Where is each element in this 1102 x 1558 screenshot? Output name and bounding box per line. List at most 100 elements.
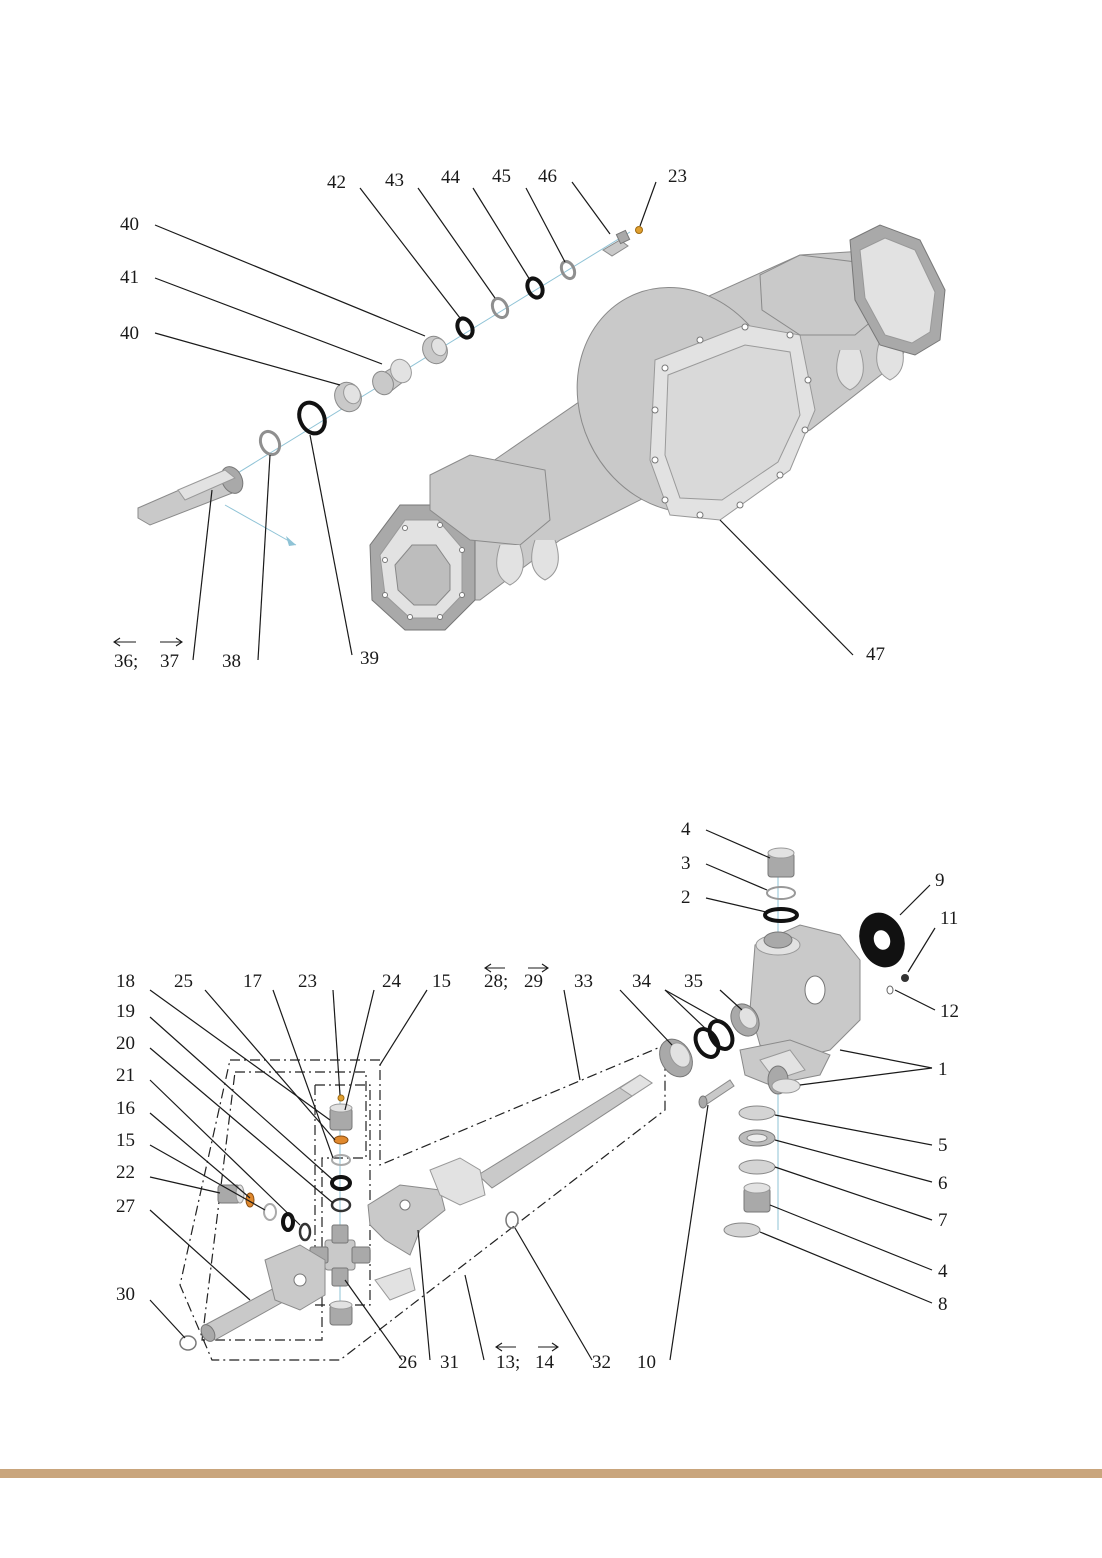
- ring-32: [505, 1211, 519, 1229]
- ring-side: [298, 1222, 312, 1242]
- ring-20: [330, 1197, 352, 1213]
- callout-11: 11: [940, 908, 958, 929]
- needle-bearing-cup-22: [217, 1184, 245, 1204]
- callout-4-upper: 4: [681, 819, 691, 840]
- footer-accent-bar: [0, 1469, 1102, 1478]
- steering-knuckle-assembly: 4 3 2 9 11 12 1 5 6 7 4 8 10 18 25 17 23…: [116, 819, 959, 1373]
- callout-47: 47: [866, 644, 885, 665]
- callout-1: 1: [938, 1059, 948, 1080]
- thrust-disc-9: [859, 912, 905, 968]
- callout-32: 32: [592, 1352, 611, 1373]
- callout-6: 6: [938, 1173, 948, 1194]
- callout-24: 24: [382, 971, 402, 992]
- callout-35: 35: [684, 971, 703, 992]
- callout-44: 44: [441, 167, 461, 188]
- needle-bearing-cup-lower: [329, 1300, 353, 1326]
- ring-3: [766, 886, 796, 900]
- callout-21: 21: [116, 1065, 135, 1086]
- callout-22: 22: [116, 1162, 135, 1183]
- bushing-4-upper: [767, 847, 795, 878]
- needle-bearing-cup-upper: [329, 1103, 353, 1131]
- axle-housing-47: [369, 224, 946, 631]
- callout-10: 10: [637, 1352, 656, 1373]
- shaft-direction-arrowhead: [286, 536, 296, 546]
- callout-9: 9: [935, 870, 945, 891]
- washer-18: [331, 1154, 351, 1166]
- yoke-ear: [374, 1267, 416, 1301]
- callout-40-upper: 40: [120, 214, 139, 235]
- fitting-46: [602, 229, 631, 257]
- callout-38: 38: [222, 651, 241, 672]
- callout-15-left: 15: [116, 1130, 135, 1151]
- washer-5: [738, 1105, 776, 1121]
- callout-23-top: 23: [668, 166, 687, 187]
- bearing-6: [738, 1129, 776, 1147]
- callout-16: 16: [116, 1098, 135, 1119]
- grease-nipple-23: [635, 226, 643, 234]
- callout-30: 30: [116, 1284, 135, 1305]
- bottom-leader-lines: [149, 829, 936, 1361]
- banjo-bolt-holes: [651, 323, 812, 519]
- callout-20: 20: [116, 1033, 135, 1054]
- callout-27: 27: [116, 1196, 135, 1217]
- ring-44: [525, 276, 545, 300]
- callout-33: 33: [574, 971, 593, 992]
- bottom-direction-arrows-13-14: [495, 1342, 559, 1352]
- callout-23-bottom: 23: [298, 971, 317, 992]
- half-shaft-group-outline: [179, 1044, 666, 1361]
- oil-seal-39: [297, 400, 327, 436]
- top-direction-arrows: [113, 637, 183, 647]
- callout-43: 43: [385, 170, 404, 191]
- callout-45: 45: [492, 166, 511, 187]
- seal-ring-38: [258, 429, 282, 457]
- pin-11: [901, 974, 909, 982]
- cross-kit-outline: [314, 1084, 371, 1306]
- grease-nipple-23-bottom: [337, 1094, 345, 1102]
- top-leader-lines: [154, 181, 854, 661]
- stub-shaft-27: [200, 1244, 326, 1342]
- callout-41: 41: [120, 267, 139, 288]
- callout-7: 7: [938, 1210, 948, 1231]
- callout-13: 13;: [496, 1352, 520, 1373]
- bearing-33: [659, 1038, 693, 1078]
- callout-25: 25: [174, 971, 193, 992]
- callout-42: 42: [327, 172, 346, 193]
- callout-14: 14: [535, 1352, 555, 1373]
- callout-8: 8: [938, 1294, 948, 1315]
- yoke-31: [367, 1157, 486, 1256]
- callout-2: 2: [681, 887, 691, 908]
- knuckle-lower-cap: [771, 1078, 801, 1094]
- joint-group-outline: [201, 1071, 367, 1341]
- callout-4-lower: 4: [938, 1261, 948, 1282]
- axle-housing-assembly: 40 41 40 42 43 44 45 46 23 36; 37 38 39 …: [113, 166, 946, 672]
- bolt-10: [698, 1079, 735, 1109]
- shaft-direction-line: [224, 504, 297, 546]
- circlip-45: [559, 259, 577, 281]
- callout-18: 18: [116, 971, 135, 992]
- callout-46: 46: [538, 166, 557, 187]
- callout-39: 39: [360, 648, 379, 669]
- bearing-40-lower: [334, 381, 362, 413]
- seal-2: [763, 907, 799, 923]
- flange-bolt-holes: [382, 522, 465, 620]
- callout-29: 29: [524, 971, 543, 992]
- spacer-sleeve-41: [372, 358, 412, 396]
- callout-40-lower: 40: [120, 323, 139, 344]
- callout-26: 26: [398, 1352, 417, 1373]
- washer-15: [263, 1203, 277, 1221]
- callout-37: 37: [160, 651, 179, 672]
- seal-34-b: [707, 1019, 735, 1051]
- callout-19: 19: [116, 1001, 135, 1022]
- washer-43: [490, 296, 510, 320]
- callout-36: 36;: [114, 651, 138, 672]
- bearing-40-upper: [422, 335, 448, 365]
- ring-42: [455, 316, 475, 340]
- ring-30: [179, 1335, 197, 1351]
- ring-7: [738, 1159, 776, 1175]
- axle-shaft-28-29: [477, 1074, 653, 1189]
- shim-8: [723, 1222, 761, 1238]
- ring-12: [886, 985, 894, 995]
- pinion-shaft-36-37: [137, 466, 244, 526]
